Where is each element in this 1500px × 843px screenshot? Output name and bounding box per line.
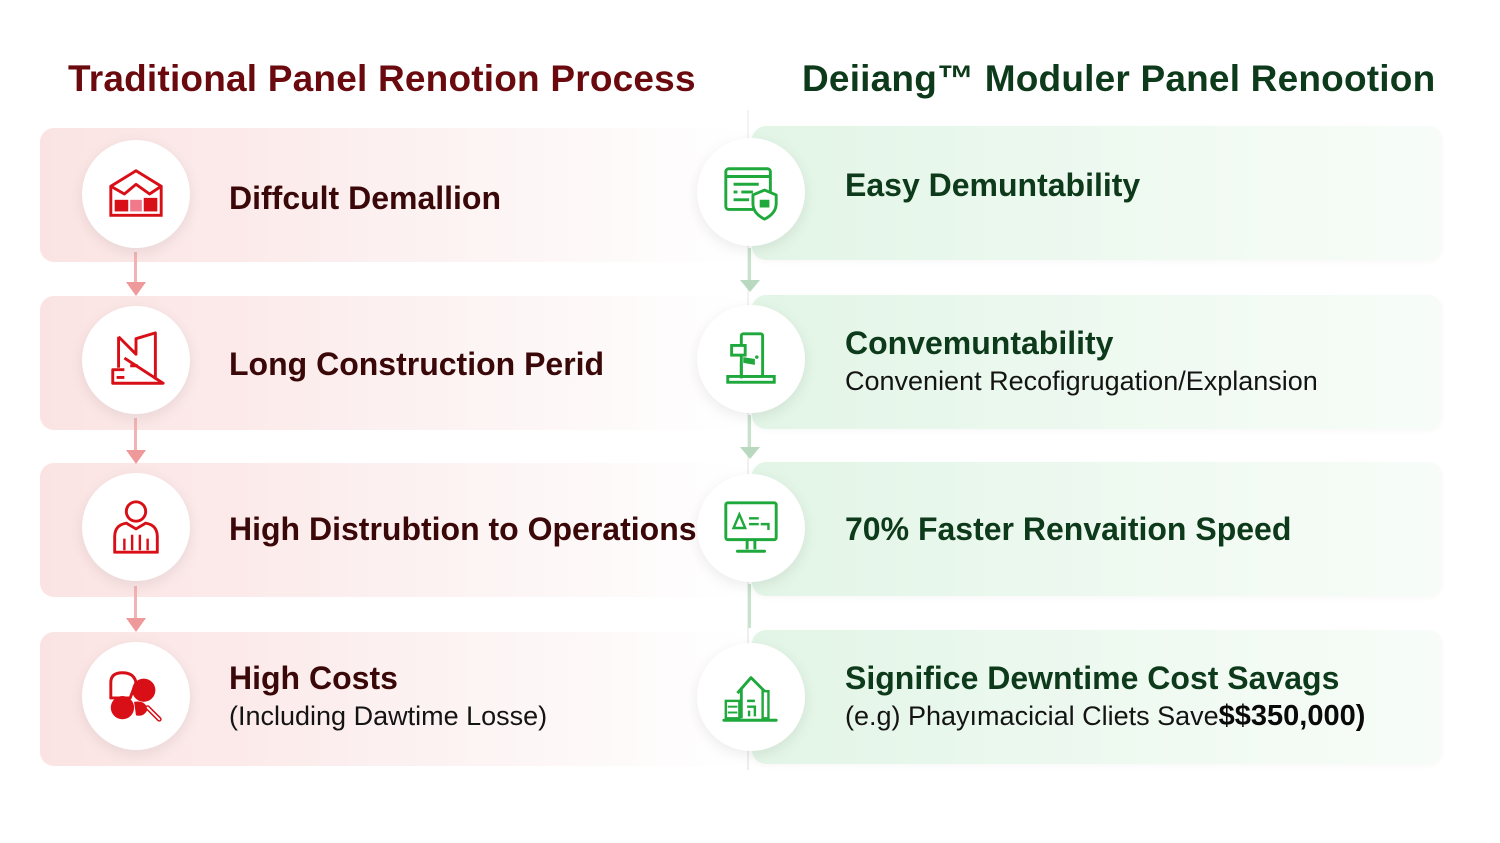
step-title: Significe Dewntime Cost Savags [845,660,1340,696]
modular-step-2-label: Convemuntability Convenient Recofigrugat… [845,323,1318,399]
step-title: Easy Demuntability [845,167,1141,203]
flow-connector [134,586,137,618]
document-shield-icon [724,167,778,221]
arrow-down-icon [126,618,146,632]
step-subtitle: (Including Dawtime Losse) [229,701,548,731]
step-subtitle: (e.g) Phayımacicial Cliets Save$$350,000… [845,698,1365,734]
savings-example-text: (e.g) Phayımacicial Cliets Save [845,701,1219,731]
house-growth-icon [722,676,778,722]
modular-step-1-icon-circle [697,138,805,246]
traditional-step-2-label: Long Construction Perid [229,344,604,384]
traditional-step-1-icon-circle [82,140,190,248]
flow-connector [748,248,751,280]
door-panel-icon [726,332,776,384]
modular-step-1-band [752,126,1442,260]
step-title: Long Construction Perid [229,346,605,382]
flow-connector [134,418,137,450]
step-title: Diffcult Demallion [229,180,502,216]
step-title: 70% Faster Renvaition Speed [845,511,1292,547]
traditional-step-1-label: Diffcult Demallion [229,178,501,218]
modular-step-3-band [752,462,1442,596]
broken-building-icon [109,169,163,217]
traditional-step-3-label: High Distrubtion to Operations [229,509,697,549]
flow-connector [748,584,751,628]
step-title: High Distrubtion to Operations [229,511,697,547]
modular-step-2-band [752,295,1442,429]
arrow-down-icon [740,280,760,292]
traditional-step-2-icon-circle [82,306,190,414]
modular-step-4-label: Significe Dewntime Cost Savags (e.g) Pha… [845,658,1365,734]
step-title: Convemuntability [845,325,1114,361]
modular-step-1-label: Easy Demuntability [845,165,1140,205]
arrow-down-icon [126,282,146,296]
traditional-step-4-label: High Costs (Including Dawtime Losse) [229,658,547,734]
traditional-step-3-icon-circle [82,473,190,581]
modular-step-3-label: 70% Faster Renvaition Speed [845,509,1291,549]
traditional-step-4-icon-circle [82,642,190,750]
step-title: High Costs [229,660,398,696]
arrow-down-icon [740,447,760,459]
modular-step-4-icon-circle [697,643,805,751]
modular-step-2-icon-circle [697,305,805,413]
modular-step-3-icon-circle [697,474,805,582]
construction-crane-icon [111,331,165,385]
arrow-down-icon [126,450,146,464]
flow-connector [748,415,751,447]
savings-amount: $$350,000) [1218,700,1366,732]
flow-connector [134,252,137,284]
monitor-chart-icon [724,501,778,553]
worker-person-icon [113,500,159,554]
modular-renovation-title: Deiiang™ Moduler Panel Renootion [802,58,1436,99]
step-subtitle: Convenient Recofigrugation/Explansion [845,366,1318,396]
cost-magnifier-icon [109,671,162,722]
traditional-process-title: Traditional Panel Renotion Process [68,58,696,99]
modular-step-4-band [752,630,1442,764]
